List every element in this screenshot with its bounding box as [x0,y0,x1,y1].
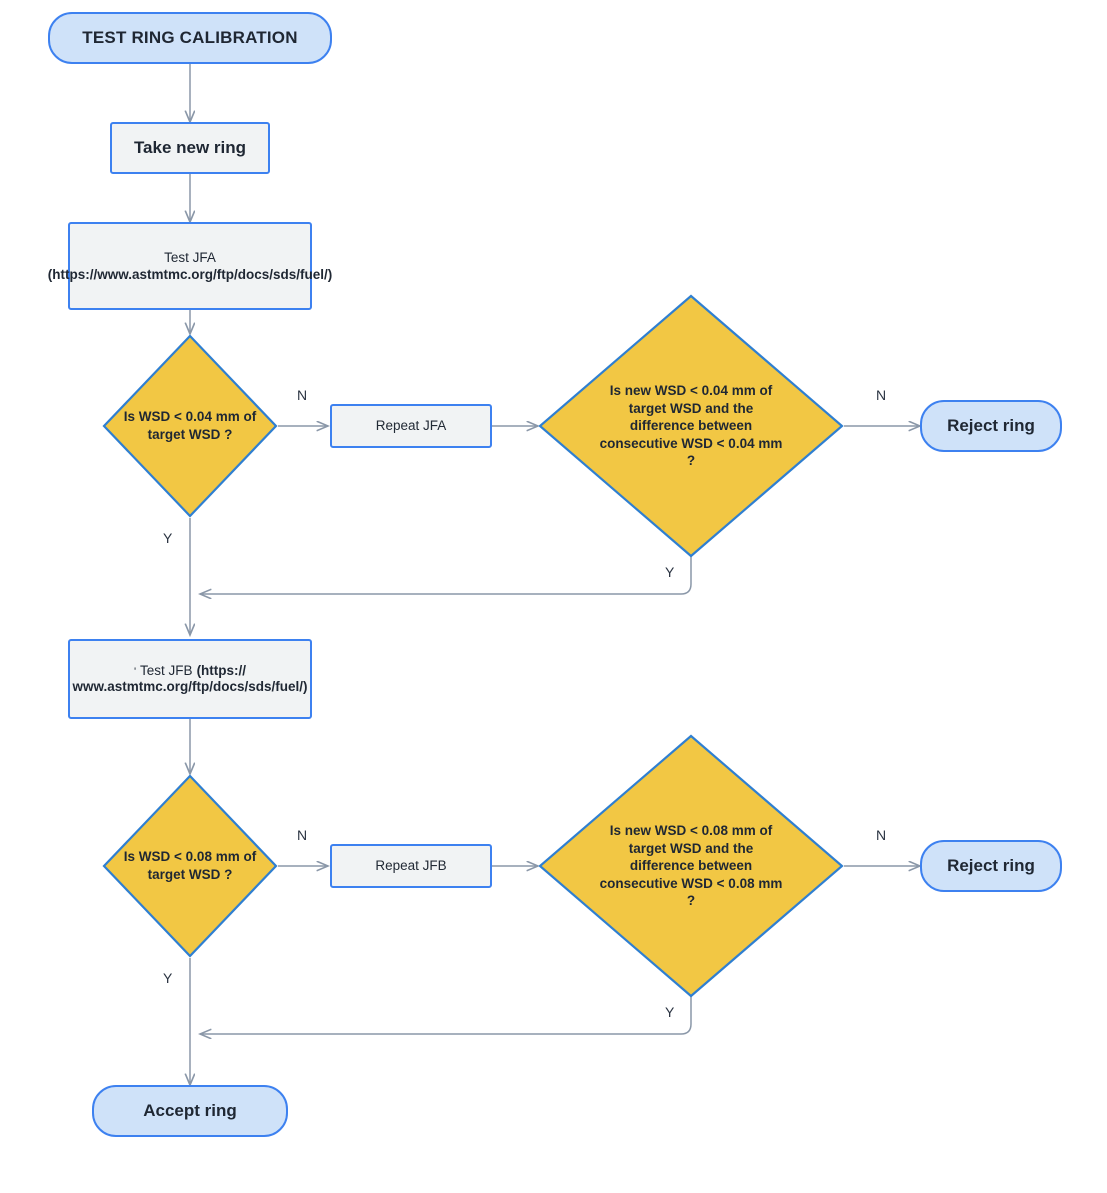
node-take-new-ring-label: Take new ring [133,138,247,158]
node-test-jfb-first-line: ' Test JFB (https:// [134,663,246,678]
node-reject-ring-b-label: Reject ring [947,856,1035,876]
edge-label-jfb-yes: Y [163,970,173,986]
decision-jfb-retest-diamond [538,734,844,998]
edge-label-jfb-retest-yes: Y [665,1004,675,1020]
node-repeat-jfb-label: Repeat JFB [375,858,447,874]
edge-label-jfa-retest-no: N [876,387,887,403]
node-accept-ring-label: Accept ring [143,1101,237,1121]
node-decision-jfa-retest[interactable]: Is new WSD < 0.04 mm of target WSD and t… [538,294,844,558]
decision-jfa-diamond [102,334,278,518]
node-test-jfb-lead: Test JFB [140,662,193,678]
node-test-jfb-bullet: ' [133,665,137,678]
node-test-jfb-url-head: (https:// [196,662,247,678]
node-decision-jfb[interactable]: Is WSD < 0.08 mm of target WSD ? [102,774,278,958]
edge-label-jfa-no: N [297,387,308,403]
edge-label-jfa-retest-yes: Y [665,564,675,580]
node-test-jfb[interactable]: ' Test JFB (https:// www.astmtmc.org/ftp… [68,639,312,719]
edge-label-jfb-no: N [297,827,308,843]
node-repeat-jfa[interactable]: Repeat JFA [330,404,492,448]
node-test-jfa-url: (https://www.astmtmc.org/ftp/docs/sds/fu… [47,267,333,282]
node-reject-ring-b[interactable]: Reject ring [920,840,1062,892]
node-take-new-ring[interactable]: Take new ring [110,122,270,174]
node-decision-jfa[interactable]: Is WSD < 0.04 mm of target WSD ? [102,334,278,518]
edge-label-jfa-yes: Y [163,530,173,546]
decision-jfb-diamond [102,774,278,958]
node-start-label: TEST RING CALIBRATION [82,28,298,48]
decision-jfa-retest-diamond [538,294,844,558]
node-test-jfa[interactable]: Test JFA (https://www.astmtmc.org/ftp/do… [48,222,332,310]
node-repeat-jfb[interactable]: Repeat JFB [330,844,492,888]
node-start[interactable]: TEST RING CALIBRATION [48,12,332,64]
node-decision-jfb-retest[interactable]: Is new WSD < 0.08 mm of target WSD and t… [538,734,844,998]
node-test-jfa-lead: Test JFA [164,249,216,265]
node-accept-ring[interactable]: Accept ring [92,1085,288,1137]
node-repeat-jfa-label: Repeat JFA [375,418,447,434]
node-test-jfb-url: www.astmtmc.org/ftp/docs/sds/fuel/) [72,678,308,694]
node-reject-ring-a[interactable]: Reject ring [920,400,1062,452]
edge-label-jfb-retest-no: N [876,827,887,843]
node-reject-ring-a-label: Reject ring [947,416,1035,436]
